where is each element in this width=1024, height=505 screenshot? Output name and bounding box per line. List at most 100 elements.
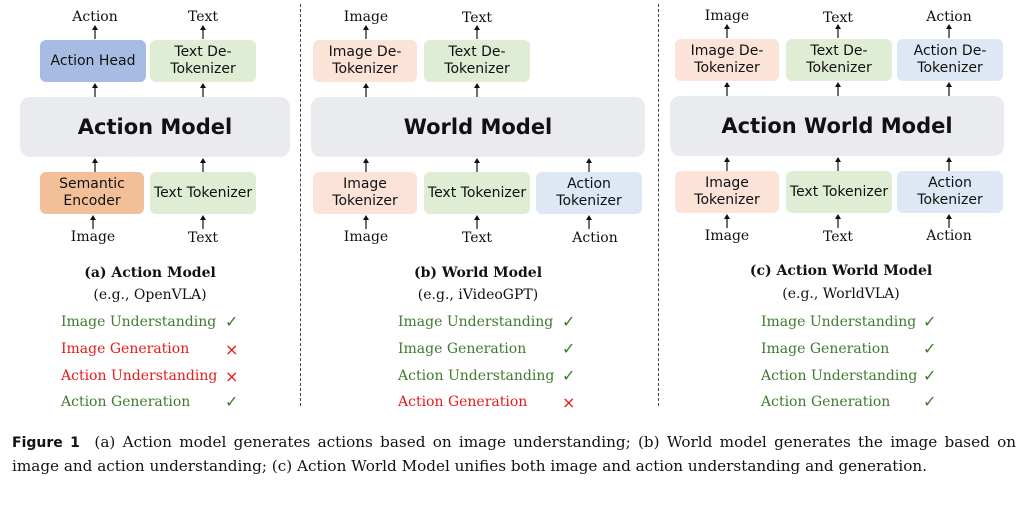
arrow-icon (472, 215, 482, 229)
check-icon: ✓ (562, 366, 576, 385)
arrow-icon (833, 24, 843, 38)
figure-caption: Figure 1 (a) Action model generates acti… (12, 431, 1016, 478)
arrow-icon (198, 25, 208, 39)
arrow-icon (361, 25, 371, 39)
check-icon: ✓ (923, 312, 937, 331)
arrow-icon (472, 25, 482, 39)
panel-action-world-model: Image Text Action Image De-Tokenizer Tex… (670, 8, 1004, 411)
action-head-box: Action Head (40, 40, 146, 82)
output-label: Text (822, 10, 854, 26)
arrow-icon (90, 158, 100, 172)
image-detokenizer-box: Image De-Tokenizer (675, 39, 779, 81)
output-label: Text (187, 9, 219, 25)
arrow-icon (833, 214, 843, 228)
check-icon: ✓ (225, 312, 239, 331)
check-icon: ✓ (225, 392, 239, 411)
cross-icon: × (562, 393, 576, 412)
panel-caption-example: (e.g., iVideoGPT) (417, 287, 539, 303)
arrow-icon (944, 157, 954, 171)
action-tokenizer-box: Action Tokenizer (536, 172, 642, 214)
text-detokenizer-box: Text De-Tokenizer (424, 40, 530, 82)
arrow-icon (833, 82, 843, 96)
input-label: Action (572, 230, 618, 246)
action-detokenizer-box: Action De-Tokenizer (897, 39, 1003, 81)
check-icon: ✓ (923, 392, 937, 411)
text-tokenizer-box: Text Tokenizer (150, 172, 256, 214)
arrow-icon (944, 214, 954, 228)
capability-label: Action Generation (61, 394, 191, 410)
arrow-icon (472, 158, 482, 172)
capability-label: Image Generation (761, 341, 890, 357)
panel-caption-example: (e.g., OpenVLA) (93, 287, 207, 303)
arrow-icon (88, 215, 98, 229)
arrow-icon (472, 83, 482, 97)
arrow-icon (944, 24, 954, 38)
text-tokenizer-box: Text Tokenizer (786, 171, 892, 213)
cross-icon: × (225, 367, 239, 386)
model-block: World Model (311, 97, 645, 157)
arrow-icon (361, 158, 371, 172)
check-icon: ✓ (562, 312, 576, 331)
arrow-icon (198, 83, 208, 97)
model-block: Action World Model (670, 96, 1004, 156)
text-detokenizer-box: Text De-Tokenizer (150, 40, 256, 82)
check-icon: ✓ (562, 339, 576, 358)
capability-label: Image Generation (61, 341, 190, 357)
check-icon: ✓ (923, 339, 937, 358)
capability-label: Action Generation (761, 394, 891, 410)
arrow-icon (722, 24, 732, 38)
input-label: Image (704, 228, 750, 244)
capability-label: Action Understanding (761, 368, 918, 384)
input-label: Text (187, 230, 219, 246)
text-tokenizer-box: Text Tokenizer (424, 172, 530, 214)
arrow-icon (198, 215, 208, 229)
arrow-icon (198, 158, 208, 172)
input-label: Text (822, 229, 854, 245)
capability-label: Image Understanding (398, 314, 554, 330)
capability-label: Image Understanding (761, 314, 917, 330)
arrow-icon (90, 25, 100, 39)
capability-label: Action Generation (398, 394, 528, 410)
arrow-icon (90, 83, 100, 97)
arrow-icon (361, 215, 371, 229)
figure-caption-text: (a) Action model generates actions based… (12, 433, 1016, 475)
check-icon: ✓ (923, 366, 937, 385)
figure-label: Figure 1 (12, 435, 80, 451)
arrow-icon (584, 215, 594, 229)
input-label: Image (70, 229, 116, 245)
image-detokenizer-box: Image De-Tokenizer (313, 40, 417, 82)
text-detokenizer-box: Text De-Tokenizer (786, 39, 892, 81)
capability-label: Action Understanding (61, 368, 218, 384)
input-label: Text (461, 230, 493, 246)
output-label: Image (704, 8, 750, 24)
panel-divider (300, 4, 301, 406)
panel-action-model: Action Text Action Head Text De-Tokenize… (0, 0, 300, 411)
arrow-icon (944, 82, 954, 96)
output-label: Action (72, 9, 118, 25)
action-tokenizer-box: Action Tokenizer (897, 171, 1003, 213)
arrow-icon (584, 158, 594, 172)
panel-caption-title: (c) Action World Model (749, 263, 933, 279)
panel-world-model: Image Text Image De-Tokenizer Text De-To… (311, 9, 645, 412)
capability-label: Image Generation (398, 341, 527, 357)
arrow-icon (722, 214, 732, 228)
capability-label: Image Understanding (61, 314, 217, 330)
semantic-encoder-box: Semantic Encoder (40, 172, 144, 214)
panel-caption-title: (b) World Model (413, 265, 543, 281)
output-label: Text (461, 10, 493, 26)
arrow-icon (722, 157, 732, 171)
panel-caption-title: (a) Action Model (84, 265, 216, 281)
panel-caption-example: (e.g., WorldVLA) (782, 286, 900, 302)
model-block: Action Model (20, 97, 290, 157)
arrow-icon (361, 83, 371, 97)
image-tokenizer-box: Image Tokenizer (675, 171, 779, 213)
panel-divider (658, 4, 659, 406)
output-label: Image (343, 9, 389, 25)
cross-icon: × (225, 340, 239, 359)
input-label: Image (343, 229, 389, 245)
arrow-icon (722, 82, 732, 96)
arrow-icon (833, 157, 843, 171)
image-tokenizer-box: Image Tokenizer (313, 172, 417, 214)
capability-label: Action Understanding (398, 368, 555, 384)
output-label: Action (926, 9, 972, 25)
